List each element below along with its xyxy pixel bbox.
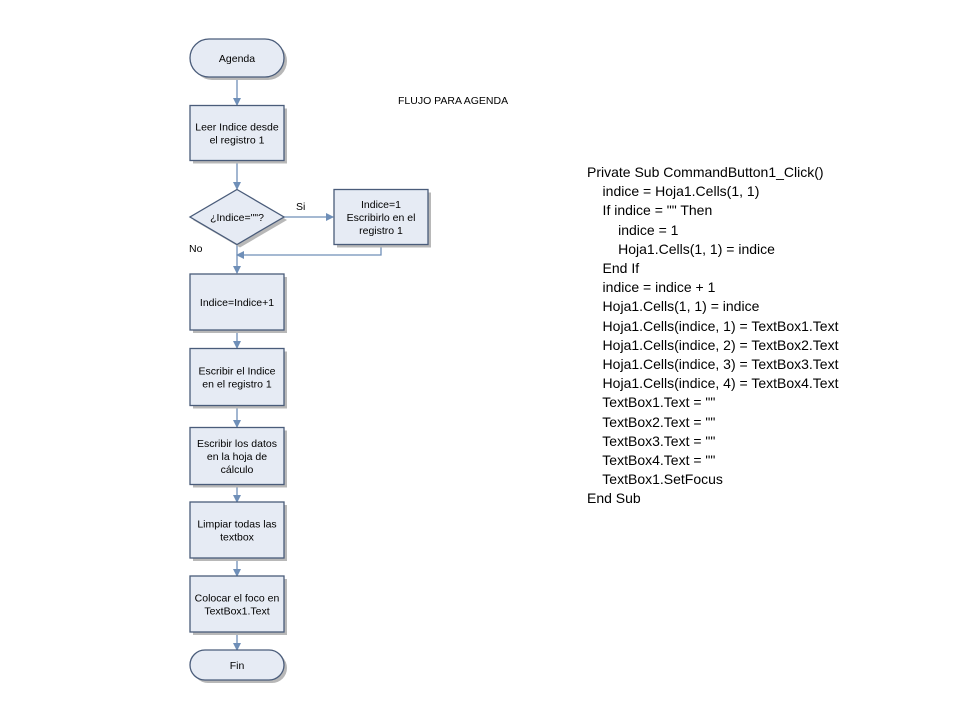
process-shape (189, 347, 285, 407)
node-label-line: Indice=Indice+1 (200, 297, 274, 309)
node-incremento: Indice=Indice+1 (189, 273, 287, 333)
code-line: indice = 1 (587, 221, 679, 238)
code-line: Hoja1.Cells(indice, 3) = TextBox3.Text (587, 356, 839, 373)
node-label-line: cálculo (221, 464, 254, 476)
node-label-line: en la hoja de (207, 451, 267, 463)
node-label-line: Escribirlo en el (347, 212, 416, 224)
node-label-line: ¿Indice=""? (210, 212, 264, 224)
terminator-shape (189, 649, 285, 681)
node-label-line: registro 1 (359, 225, 403, 237)
edge-label-si: Si (296, 201, 305, 213)
code-line: Hoja1.Cells(1, 1) = indice (587, 240, 775, 257)
process-shape (189, 426, 285, 486)
node-label-line: Escribir el Indice (198, 366, 275, 378)
code-line: TextBox3.Text = "" (587, 432, 716, 449)
code-line: TextBox2.Text = "" (587, 413, 716, 430)
code-line: TextBox1.SetFocus (587, 471, 723, 488)
code-line: Private Sub CommandButton1_Click() (587, 164, 824, 180)
process-shape (333, 188, 429, 246)
node-label-line: textbox (220, 532, 255, 544)
node-agenda: Agenda (189, 38, 287, 80)
node-label-line: Colocar el foco en (195, 593, 280, 605)
node-label-line: TextBox1.Text (204, 606, 269, 618)
process-shape (189, 575, 285, 633)
code-line: Hoja1.Cells(indice, 4) = TextBox4.Text (587, 375, 839, 392)
node-label-line: en el registro 1 (202, 379, 272, 391)
process-shape (189, 273, 285, 331)
diagram-title: FLUJO PARA AGENDA (398, 95, 509, 107)
edge-label-no: No (189, 243, 203, 255)
code-line: If indice = "" Then (587, 202, 713, 219)
node-fin: Fin (189, 649, 287, 683)
code-line: End If (587, 260, 640, 277)
node-label-line: Leer Indice desde (195, 122, 279, 134)
connector-indice1-to-incremento (236, 245, 382, 259)
process-shape (189, 104, 285, 162)
node-decision: ¿Indice=""? (188, 188, 287, 248)
code-line: Hoja1.Cells(indice, 1) = TextBox1.Text (587, 317, 839, 334)
code-line: End Sub (587, 490, 641, 507)
node-label-line: Agenda (219, 53, 255, 65)
code-line: Hoja1.Cells(1, 1) = indice (587, 298, 760, 315)
code-line: indice = indice + 1 (587, 279, 716, 296)
node-label-line: Escribir los datos (197, 438, 277, 450)
code-line: indice = Hoja1.Cells(1, 1) (587, 183, 760, 200)
node-label-line: el registro 1 (210, 135, 265, 147)
code-line: Hoja1.Cells(indice, 2) = TextBox2.Text (587, 336, 839, 353)
node-label-line: Indice=1 (361, 199, 401, 211)
node-label-line: Fin (230, 660, 245, 672)
process-shape (189, 501, 285, 559)
terminator-shape (189, 38, 285, 78)
code-block: Private Sub CommandButton1_Click() indic… (587, 163, 838, 509)
decision-shape (188, 188, 286, 246)
code-line: TextBox1.Text = "" (587, 394, 716, 411)
node-label-line: Limpiar todas las (197, 519, 276, 531)
code-line: TextBox4.Text = "" (587, 452, 716, 469)
